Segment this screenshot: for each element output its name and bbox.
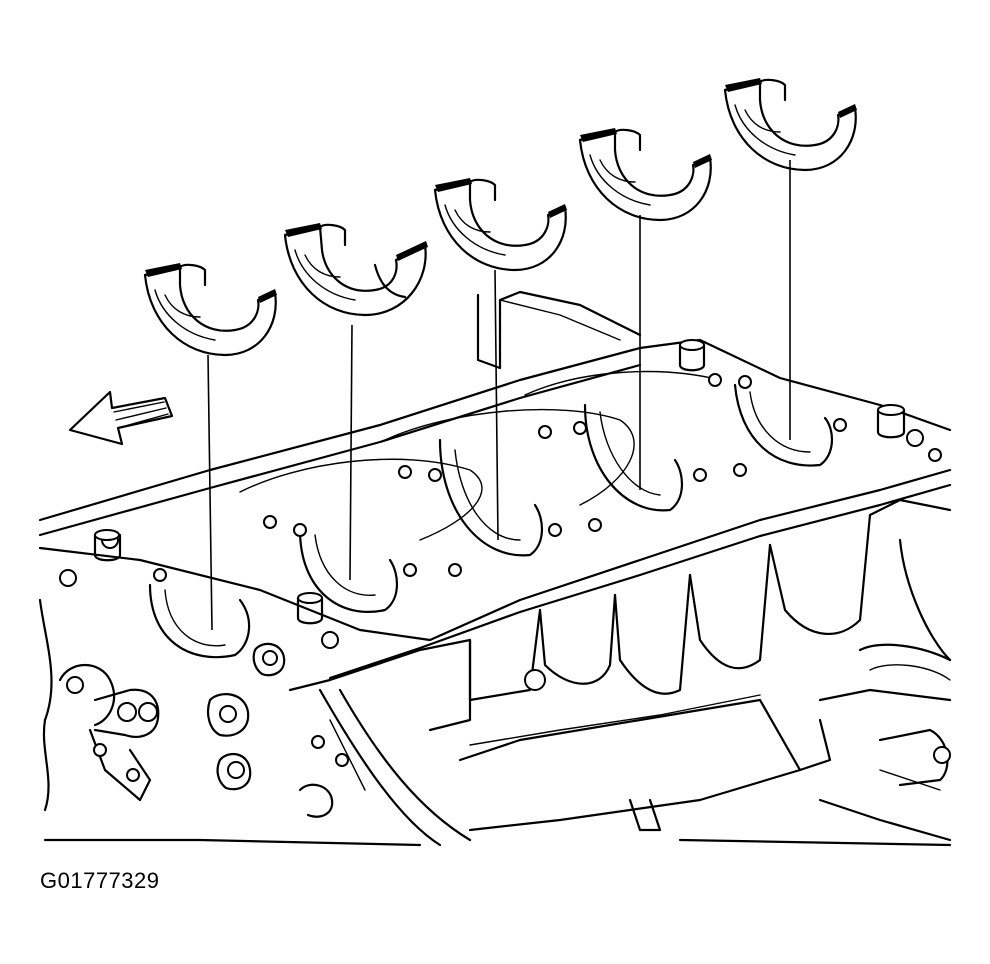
figure-code-label: G01777329	[40, 868, 160, 893]
main-bearing-upper-shell-icon	[433, 178, 567, 272]
main-bearing-upper-shell-icon	[578, 128, 712, 222]
leader-lines	[207, 160, 791, 631]
front-direction-arrow-icon	[68, 390, 174, 446]
main-bearing-upper-shell-icon	[143, 263, 277, 357]
main-bearing-upper-shell-icon	[723, 78, 857, 172]
main-bearing-upper-shell-icon	[283, 223, 428, 317]
engine-block-icon	[38, 290, 952, 847]
